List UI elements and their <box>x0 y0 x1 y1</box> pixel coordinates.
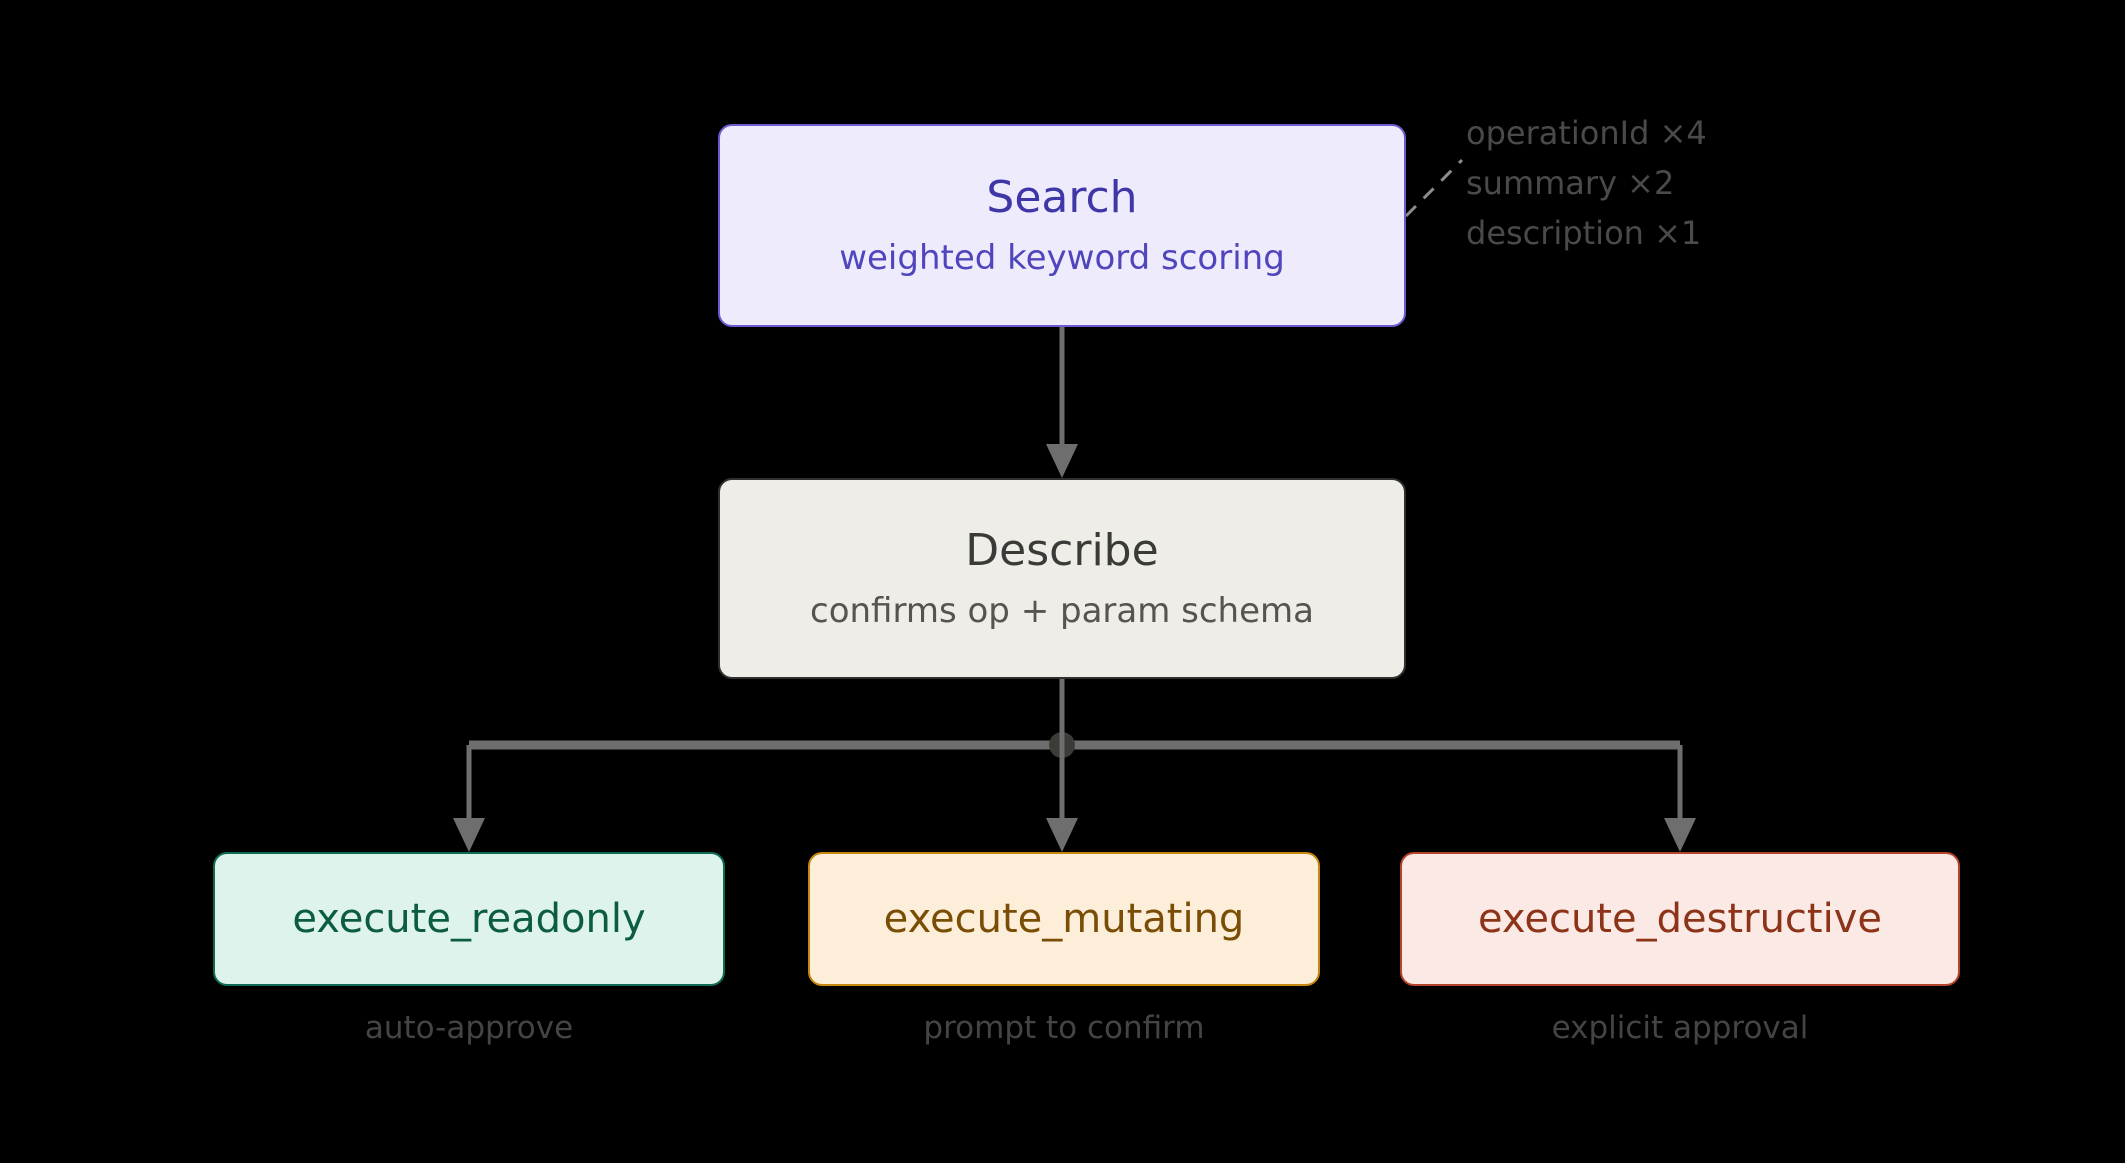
caption-execute-mutating: prompt to confirm <box>923 1010 1205 1046</box>
node-search-subtitle: weighted keyword scoring <box>839 238 1285 278</box>
caption-execute-readonly: auto-approve <box>364 1010 574 1046</box>
edge-to-mutating <box>1046 745 1078 852</box>
annotation-leader-line <box>1404 158 1464 218</box>
node-search-title: Search <box>986 171 1138 223</box>
annotation-block: operationId ×4 summary ×2 description ×1 <box>1466 108 1707 258</box>
node-search[interactable]: Search weighted keyword scoring <box>718 124 1406 327</box>
annotation-line-1: operationId ×4 <box>1466 114 1707 152</box>
junction-dot <box>1049 732 1075 758</box>
node-execute-mutating[interactable]: execute_mutating <box>808 852 1320 986</box>
node-describe[interactable]: Describe confirms op + param schema <box>718 478 1406 679</box>
node-execute-destructive-title: execute_destructive <box>1478 896 1882 942</box>
node-describe-subtitle: confirms op + param schema <box>810 591 1314 631</box>
caption-execute-destructive: explicit approval <box>1551 1010 1809 1046</box>
edge-to-readonly <box>453 745 485 852</box>
edge-to-destructive <box>1664 745 1696 852</box>
annotation-line-2: summary ×2 <box>1466 164 1675 202</box>
node-describe-title: Describe <box>965 524 1159 576</box>
node-execute-destructive[interactable]: execute_destructive <box>1400 852 1960 986</box>
node-execute-readonly[interactable]: execute_readonly <box>213 852 725 986</box>
node-execute-readonly-title: execute_readonly <box>292 896 646 942</box>
edge-search-to-describe <box>1046 327 1078 478</box>
node-execute-mutating-title: execute_mutating <box>883 896 1245 942</box>
annotation-line-3: description ×1 <box>1466 214 1702 252</box>
